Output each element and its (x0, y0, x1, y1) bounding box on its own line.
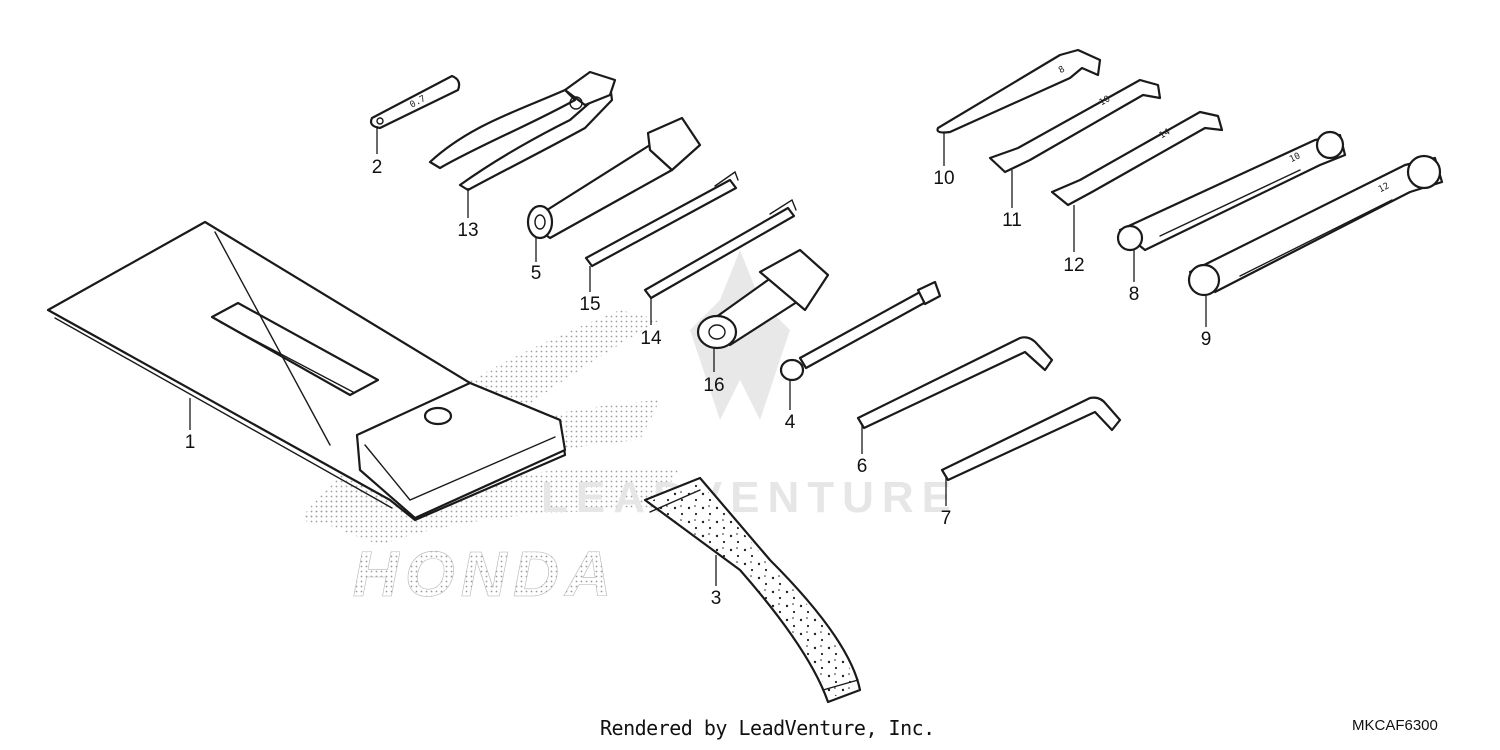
callout-14: 14 (640, 328, 662, 349)
callout-8: 8 (1129, 284, 1140, 305)
ring-spanner-8: 10 (1116, 130, 1347, 252)
screwdriver-handle (696, 248, 830, 350)
callout-4: 4 (785, 412, 796, 433)
spanner-10: 8 (936, 48, 1102, 134)
callout-3: 3 (711, 588, 722, 609)
leader-lines (189, 126, 1207, 586)
honda-wordmark: HONDA (353, 538, 618, 610)
callout-11: 11 (1002, 210, 1022, 231)
callout-13: 13 (457, 220, 478, 241)
callout-2: 2 (372, 157, 383, 178)
callout-labels: 1 2 3 4 5 6 7 8 9 10 11 12 13 14 15 16 (185, 157, 1212, 609)
pliers (428, 70, 617, 192)
screwdriver-shaft-14 (643, 198, 797, 300)
marking-14: 14 (1158, 127, 1172, 141)
callout-10: 10 (933, 168, 954, 189)
callout-6: 6 (857, 456, 868, 477)
extension-bar (779, 280, 942, 382)
hex-key-6 (856, 336, 1054, 430)
leadventure-watermark: LEADVENTURE (541, 473, 959, 522)
marking-10: 10 (1098, 94, 1112, 108)
callout-7: 7 (941, 508, 952, 529)
marking-ring-10: 10 (1288, 151, 1302, 165)
spanner-11: 10 (988, 78, 1162, 174)
spark-plug-wrench (526, 116, 702, 240)
diagram-code: MKCAF6300 (1352, 717, 1438, 734)
ring-spanner-9: 12 (1187, 154, 1444, 297)
spark-plug-gauge-2: 0.7 (369, 74, 461, 130)
callout-12: 12 (1063, 255, 1084, 276)
callout-15: 15 (579, 294, 600, 315)
callout-16: 16 (703, 375, 724, 396)
screwdriver-shaft-15 (584, 170, 739, 268)
footer-credit: Rendered by LeadVenture, Inc. (600, 716, 935, 740)
callout-9: 9 (1201, 329, 1212, 350)
spanner-12: 14 (1050, 110, 1224, 207)
marking-ring-12: 12 (1377, 181, 1391, 195)
tool-bag (46, 220, 567, 522)
marking-8: 8 (1057, 65, 1067, 76)
callout-5: 5 (531, 263, 542, 284)
callout-1: 1 (185, 432, 196, 453)
strap (643, 476, 862, 704)
hex-key-7 (940, 396, 1122, 482)
